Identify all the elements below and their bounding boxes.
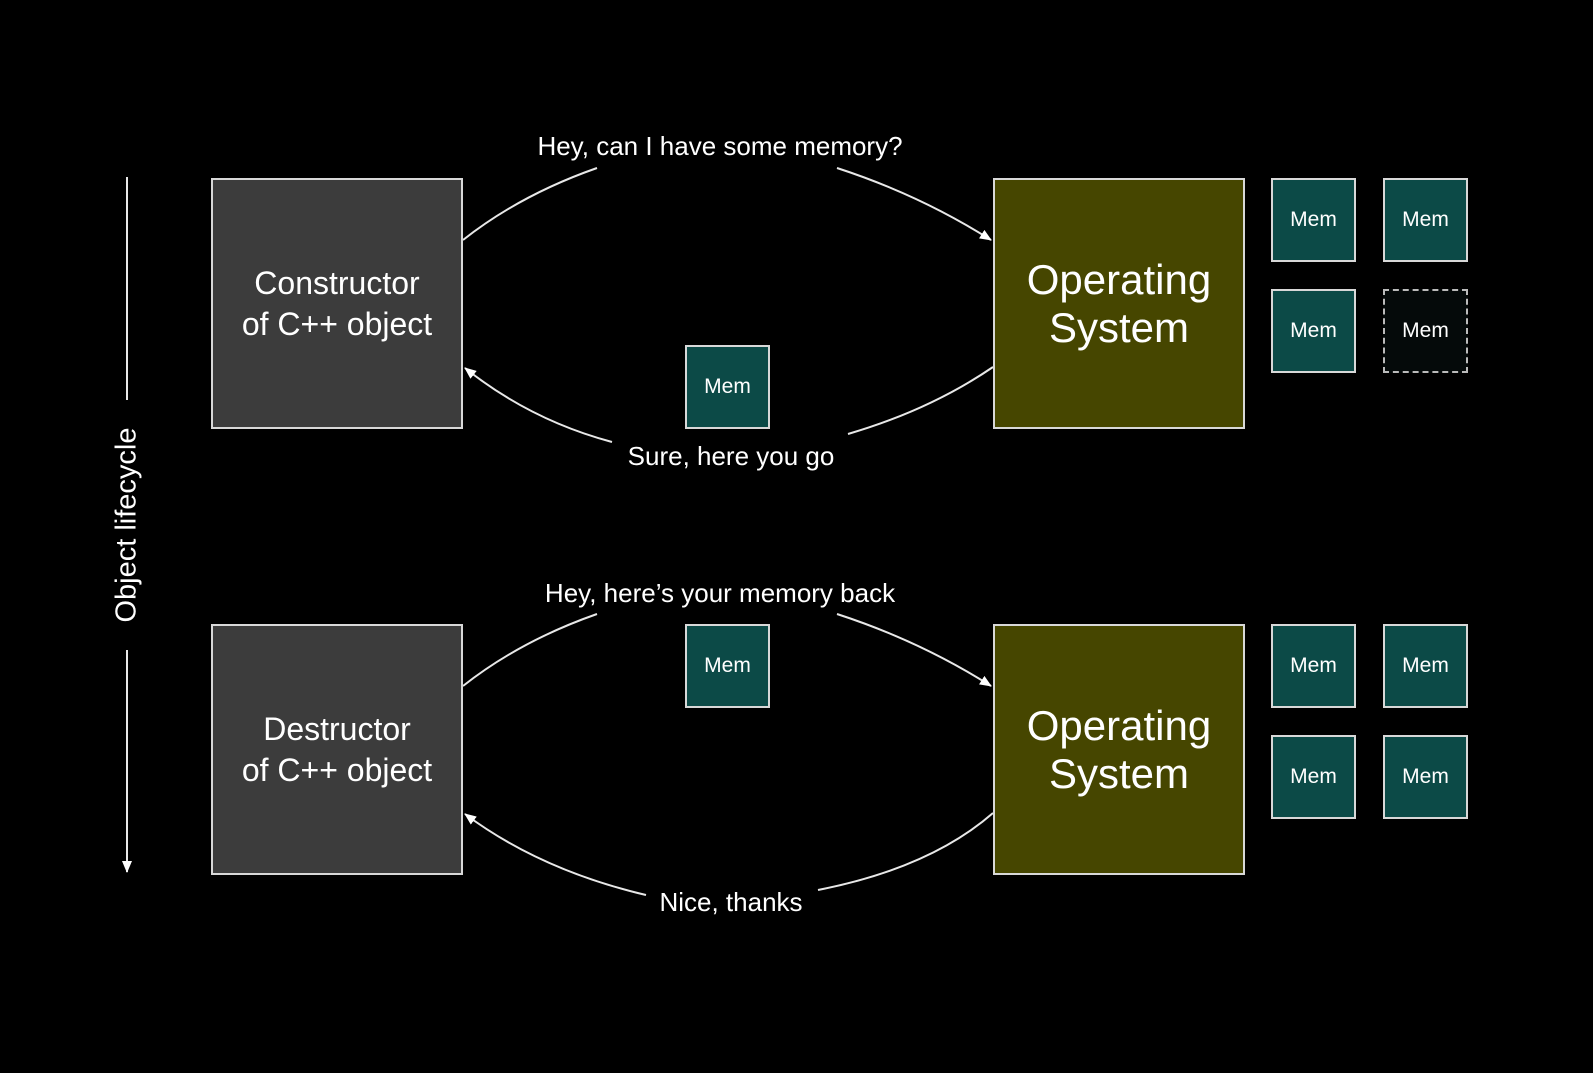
thanks-arrow: [464, 813, 647, 896]
return-label: Hey, here’s your memory back: [544, 578, 896, 608]
thanks-arrow-start: [817, 812, 994, 891]
return-arrow: [836, 613, 992, 687]
response-arrow-start: [847, 366, 994, 435]
mem-tile-transfer: Mem: [685, 345, 770, 429]
request-label: Hey, can I have some memory?: [537, 131, 903, 161]
lifecycle-label: Object lifecycle: [110, 427, 143, 623]
request-arrow-start: [462, 167, 598, 241]
response-label: Sure, here you go: [627, 441, 835, 471]
mem-tile-returned: Mem: [685, 624, 770, 708]
thanks-label: Nice, thanks: [659, 887, 803, 917]
mem-tile: Mem: [1383, 735, 1468, 819]
mem-tile: Mem: [1271, 178, 1356, 262]
mem-tile: Mem: [1383, 178, 1468, 262]
request-arrow: [836, 167, 992, 241]
mem-tile-taken: Mem: [1383, 289, 1468, 373]
mem-tile: Mem: [1271, 735, 1356, 819]
return-arrow-start: [462, 613, 598, 687]
constructor-box: Constructor of C++ object: [211, 178, 463, 429]
os-box-bottom: Operating System: [993, 624, 1245, 875]
os-box-top: Operating System: [993, 178, 1245, 429]
mem-tile: Mem: [1383, 624, 1468, 708]
response-arrow: [464, 367, 613, 443]
destructor-box: Destructor of C++ object: [211, 624, 463, 875]
mem-tile: Mem: [1271, 289, 1356, 373]
mem-tile: Mem: [1271, 624, 1356, 708]
